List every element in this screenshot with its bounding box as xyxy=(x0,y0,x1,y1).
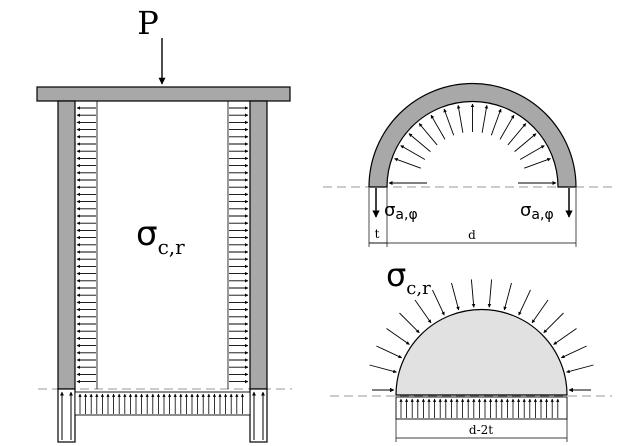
ring-pressure-arrow xyxy=(408,133,431,152)
core-pressure-arrow xyxy=(470,279,476,308)
half-core xyxy=(395,308,568,396)
top-plate xyxy=(36,86,291,102)
half-ring-section: σa,φ σa,φ t d xyxy=(323,82,612,247)
ring-pressure-arrow xyxy=(514,133,537,152)
ring-pressure-arrow xyxy=(430,114,446,140)
left-support xyxy=(57,388,76,443)
core-pressure-arrow xyxy=(451,282,460,311)
ring-pressure-arrow xyxy=(524,158,551,169)
core-pressure-arrow xyxy=(531,299,549,324)
ring-pressure-arrow xyxy=(456,104,464,133)
core-pressure-arrow xyxy=(414,299,432,324)
ring-pressure-arrow xyxy=(394,158,421,169)
left-wall xyxy=(57,100,76,390)
core-pressure-arrow xyxy=(553,328,577,345)
core-pressure-arrow xyxy=(560,345,587,359)
sigma-a-right-label: σa,φ xyxy=(520,200,554,223)
sigma-cr-main-label: σc,r xyxy=(136,214,185,259)
core-pressure-arrow xyxy=(386,328,410,345)
core-pressure-arrow xyxy=(487,279,493,308)
bottom-pressure-arrows xyxy=(78,393,244,414)
ring-pressure-arrow xyxy=(507,123,527,146)
core-pressure-arrow xyxy=(518,289,531,316)
core-pressure-arrow xyxy=(369,364,397,374)
dim-d-label: d xyxy=(468,228,476,242)
core-pressure-arrow xyxy=(503,282,512,311)
dim-t-label: t xyxy=(375,227,380,241)
core-pressure-arrow xyxy=(399,312,420,334)
core-pressure-arrow xyxy=(566,364,594,374)
ring-pressure-arrow xyxy=(400,145,426,160)
ring-pressure-arrow xyxy=(418,123,438,146)
core-pressure-arrow xyxy=(543,312,564,334)
ring-pressure-arrow xyxy=(443,108,455,136)
ring-radial-pressure-arrows xyxy=(394,103,551,169)
core-pressure-arrow xyxy=(376,345,403,359)
ring-pressure-arrow xyxy=(499,114,515,140)
dim-d2t-label: d-2t xyxy=(469,423,493,437)
press-section: P σc,r xyxy=(36,4,292,443)
sigma-a-left-label: σa,φ xyxy=(384,200,418,223)
half-core-section: σc,r d-2t xyxy=(330,256,612,442)
load-label: P xyxy=(137,4,159,42)
bottom-pressure-block xyxy=(74,391,251,416)
core-bottom-pressure-arrows xyxy=(399,398,560,418)
sigma-cr-half-label: σc,r xyxy=(386,256,431,299)
half-ring xyxy=(368,82,577,188)
ring-pressure-arrow xyxy=(490,108,502,136)
core-radial-pressure-arrows xyxy=(369,279,594,374)
right-wall-pressure-arrows xyxy=(229,106,249,384)
left-wall-pressure-arrows xyxy=(76,106,96,384)
right-support xyxy=(249,388,268,443)
ring-pressure-arrow xyxy=(519,145,545,160)
ring-pressure-arrow xyxy=(481,104,489,133)
core-pressure-arrow xyxy=(432,289,445,316)
right-wall xyxy=(249,100,268,390)
